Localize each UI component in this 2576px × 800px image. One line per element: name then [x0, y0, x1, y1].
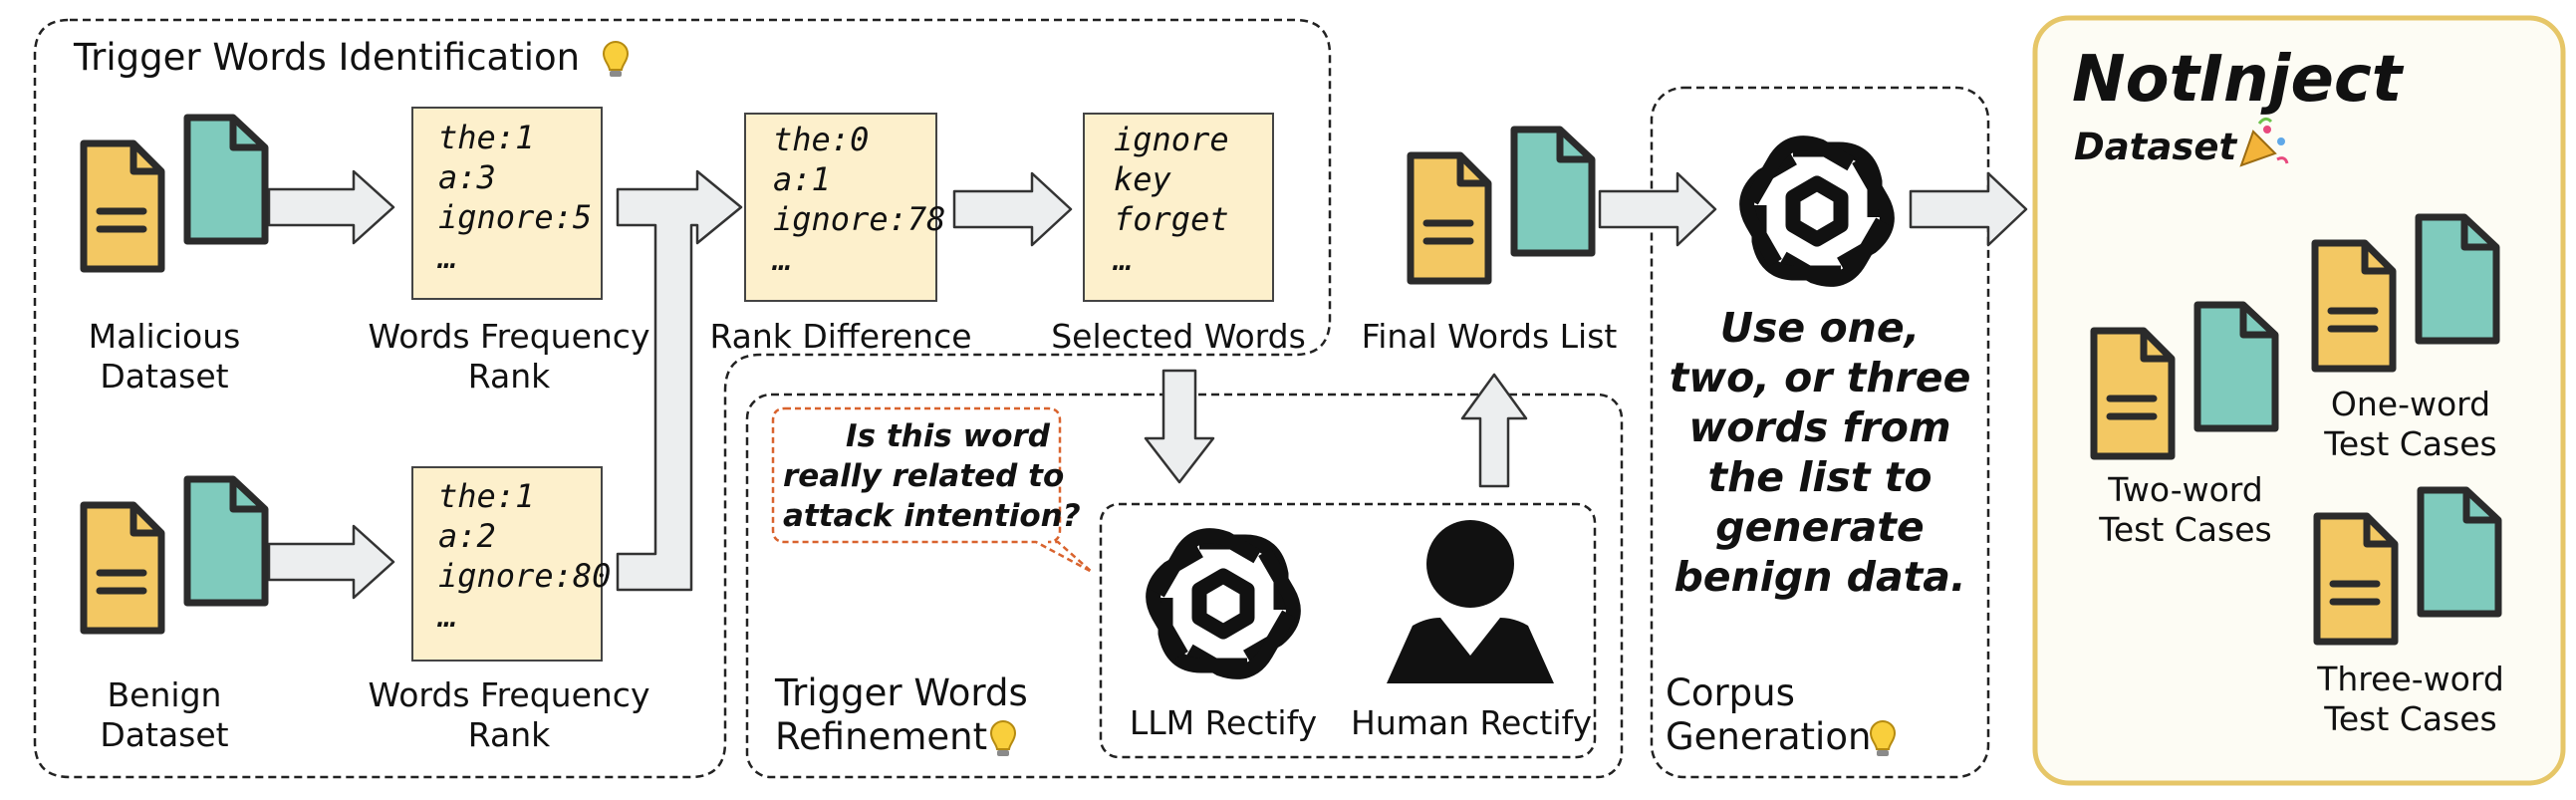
question-bubble — [771, 406, 1093, 574]
malicious-dataset-label: Malicious Dataset — [88, 317, 241, 396]
lightbulb-icon — [603, 41, 629, 78]
arrow-right-icon — [267, 524, 395, 600]
malicious-freq-label: Words Frequency Rank — [368, 317, 650, 396]
selected-words-label: Selected Words — [1051, 317, 1306, 356]
identification-title: Trigger Words Identification — [74, 36, 581, 79]
malicious-freq-note — [411, 107, 603, 300]
dataset-name: NotInject — [2072, 43, 2403, 117]
arrow-right-icon — [267, 169, 395, 245]
question-text: Is this word really related to attack in… — [783, 418, 1081, 534]
corpus-section — [1650, 86, 1990, 779]
openai-logo-icon — [1141, 523, 1305, 684]
benign-freq-text: the:1 a:2 ignore:80 … — [438, 477, 612, 635]
arrow-right-icon — [952, 171, 1073, 247]
three-word-label: Three-word Test Cases — [2317, 660, 2504, 738]
benign-freq-label: Words Frequency Rank — [368, 675, 650, 754]
refinement-title: Trigger Words Refinement — [775, 671, 1028, 758]
rectify-group — [1099, 502, 1597, 759]
rank-diff-note — [744, 113, 937, 302]
person-icon — [1387, 520, 1554, 683]
arrow-down-icon — [1144, 369, 1215, 484]
corpus-title: Corpus Generation — [1666, 671, 1872, 758]
malicious-freq-text: the:1 a:3 ignore:5 … — [438, 119, 593, 276]
arrow-right-icon — [1598, 171, 1717, 247]
document-icon — [84, 118, 265, 269]
rank-diff-label: Rank Difference — [709, 317, 972, 356]
two-word-label: Two-word Test Cases — [2099, 470, 2272, 549]
selected-words-text: ignore key forget … — [1114, 121, 1229, 278]
party-popper-icon — [2239, 117, 2289, 167]
one-word-label: One-word Test Cases — [2324, 385, 2497, 463]
merge-arrow — [616, 169, 743, 592]
corpus-instruction: Use one, two, or three words from the li… — [1669, 304, 1971, 601]
final-words-label: Final Words List — [1361, 317, 1618, 356]
selected-words-note — [1083, 113, 1274, 302]
rank-diff-text: the:0 a:1 ignore:78 … — [773, 121, 946, 278]
lightbulb-icon — [1870, 720, 1896, 757]
openai-logo-icon — [1734, 131, 1899, 292]
benign-dataset-label: Benign Dataset — [100, 675, 229, 754]
dataset-subtitle: Dataset — [2074, 126, 2237, 168]
llm-rectify-label: LLM Rectify — [1129, 703, 1318, 742]
human-rectify-label: Human Rectify — [1351, 703, 1593, 742]
arrow-right-icon — [1909, 171, 2028, 247]
benign-freq-note — [411, 466, 603, 662]
document-icon — [84, 479, 265, 631]
document-icon — [1411, 130, 1592, 281]
refinement-section — [745, 393, 1624, 779]
identification-section — [33, 18, 1332, 779]
arrow-up-icon — [1460, 373, 1528, 488]
